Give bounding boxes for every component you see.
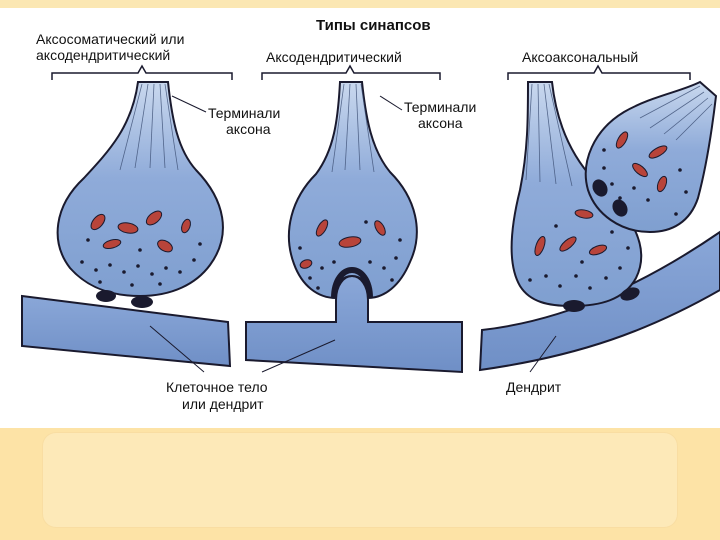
label-axon-terminals-right-line2: аксона (418, 115, 463, 131)
label-axoaxonal: Аксоаксональный (522, 49, 638, 65)
bracket-axodendritic (262, 66, 440, 80)
label-axon-terminals-left-line1: Терминали (208, 105, 280, 121)
axon-terminal-axosomatic (58, 82, 223, 296)
label-cell-body-line2: или дендрит (182, 396, 264, 412)
bracket-axosomatic (52, 66, 232, 80)
label-cell-body-line1: Клеточное тело (166, 379, 268, 395)
postsynaptic-cell-body-left (22, 296, 230, 366)
label-axon-terminals-left-line2: аксона (226, 121, 271, 137)
label-axodendritic: Аксодендритический (266, 49, 402, 65)
postsynaptic-dendrite-middle (246, 276, 462, 372)
label-dendrite: Дендрит (506, 379, 562, 395)
label-axosomatic-line2: аксодендритический (36, 47, 170, 63)
diagram-title: Типы синапсов (316, 17, 431, 34)
label-axon-terminals-right-line1: Терминали (404, 99, 476, 115)
label-axosomatic-line1: Аксосоматический или (36, 31, 184, 47)
bracket-axoaxonal (508, 66, 690, 80)
